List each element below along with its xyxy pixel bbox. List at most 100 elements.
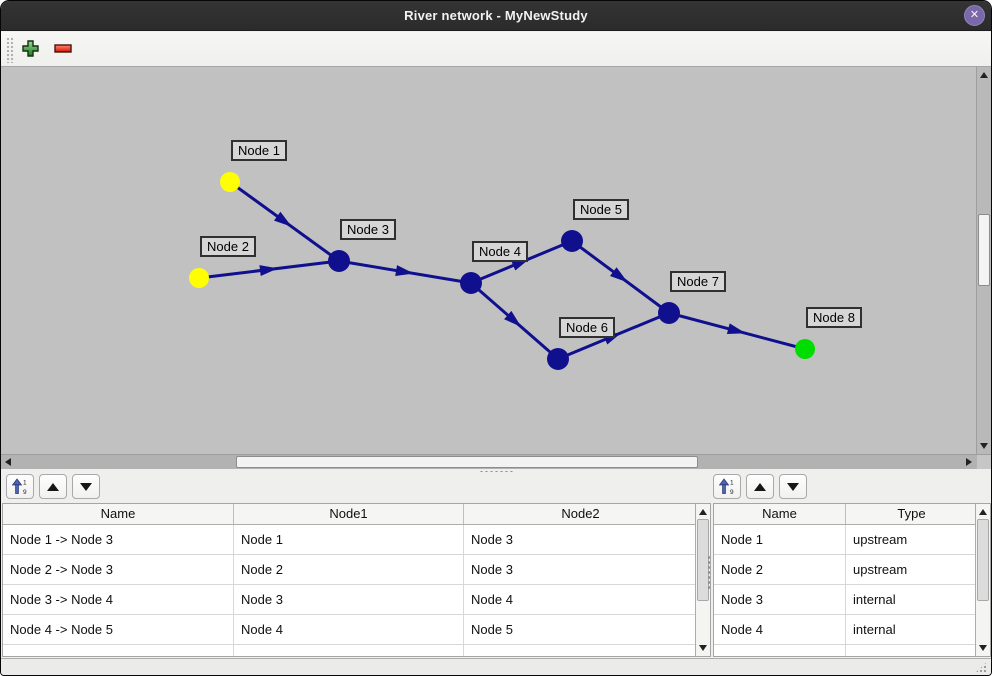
table-cell[interactable] <box>464 645 697 656</box>
scroll-up-button[interactable] <box>699 509 707 515</box>
hscroll-thumb[interactable] <box>236 456 698 468</box>
column-header[interactable]: Node1 <box>234 504 464 524</box>
tables-splitter-handle[interactable] <box>707 555 712 589</box>
scrollbar-corner <box>977 454 991 469</box>
node-label[interactable]: Node 8 <box>806 307 862 328</box>
table-cell[interactable]: Node 2 -> Node 3 <box>3 555 234 585</box>
reaches-sort-button[interactable]: 1 9 <box>6 474 34 499</box>
column-header[interactable]: Type <box>897 506 926 521</box>
node-label[interactable]: Node 5 <box>573 199 629 220</box>
table-cell[interactable]: Node 3 <box>234 585 464 615</box>
node-circle[interactable] <box>547 348 569 370</box>
svg-text:9: 9 <box>730 489 734 495</box>
nodes-table-header: Name Type <box>714 504 975 525</box>
table-cell[interactable]: internal <box>846 585 977 615</box>
svg-text:1: 1 <box>730 480 734 487</box>
node-label[interactable]: Node 4 <box>472 241 528 262</box>
add-button[interactable] <box>21 40 40 59</box>
node-label[interactable]: Node 2 <box>200 236 256 257</box>
title-bar[interactable]: River network - MyNewStudy ✕ <box>1 1 991 31</box>
table-cell[interactable]: Node 4 <box>714 615 846 645</box>
scroll-up-button[interactable] <box>979 509 987 515</box>
table-cell[interactable]: upstream <box>846 525 977 555</box>
table-cell[interactable]: Node 1 <box>714 525 846 555</box>
table-cell[interactable] <box>234 645 464 656</box>
table-row[interactable] <box>714 645 977 656</box>
close-button[interactable]: ✕ <box>964 5 985 26</box>
table-cell[interactable]: upstream <box>846 555 977 585</box>
scroll-down-button[interactable] <box>980 443 988 449</box>
nodes-table-scrollbar[interactable] <box>975 504 990 656</box>
table-cell[interactable]: Node 4 <box>234 615 464 645</box>
red-minus-icon <box>53 44 72 53</box>
table-cell[interactable]: Node 4 <box>464 585 697 615</box>
node-circle[interactable] <box>460 272 482 294</box>
nodes-move-down-button[interactable] <box>779 474 807 499</box>
column-header[interactable]: Name <box>714 504 846 524</box>
reaches-toolbar: 1 9 <box>6 474 100 499</box>
table-cell[interactable]: Node 4 -> Node 5 <box>3 615 234 645</box>
svg-text:1: 1 <box>23 480 27 487</box>
vscroll-thumb[interactable] <box>977 519 989 601</box>
column-header[interactable]: Name <box>3 504 234 524</box>
column-header[interactable]: Node2 <box>561 506 600 521</box>
resize-grip[interactable] <box>975 661 988 673</box>
canvas-hscrollbar[interactable] <box>1 454 977 469</box>
table-cell[interactable]: Node 3 <box>464 525 697 555</box>
up-arrow-icon <box>754 482 766 491</box>
nodes-sort-button[interactable]: 1 9 <box>713 474 741 499</box>
table-cell[interactable] <box>3 645 234 656</box>
node-label[interactable]: Node 3 <box>340 219 396 240</box>
table-row[interactable] <box>3 645 697 656</box>
table-cell[interactable] <box>846 645 977 656</box>
table-cell[interactable]: Node 3 <box>464 555 697 585</box>
table-cell[interactable]: Node 2 <box>714 555 846 585</box>
table-cell[interactable]: Node 3 <box>714 585 846 615</box>
table-cell[interactable] <box>714 645 846 656</box>
scroll-left-button[interactable] <box>5 458 11 466</box>
network-canvas[interactable]: Node 1 Node 2 Node 3 Node 4 Node 5 Node 6 Node… <box>1 67 991 454</box>
reaches-move-up-button[interactable] <box>39 474 67 499</box>
table-cell[interactable]: internal <box>846 615 977 645</box>
scroll-down-button[interactable] <box>979 645 987 651</box>
reaches-move-down-button[interactable] <box>72 474 100 499</box>
remove-button[interactable] <box>53 40 72 59</box>
scroll-down-button[interactable] <box>699 645 707 651</box>
panel-splitter-handle[interactable] <box>479 469 515 473</box>
nodes-toolbar: 1 9 <box>713 474 807 499</box>
table-cell[interactable]: Node 3 -> Node 4 <box>3 585 234 615</box>
node-circle[interactable] <box>795 339 815 359</box>
canvas-vscrollbar[interactable] <box>976 67 991 454</box>
vscroll-thumb[interactable] <box>978 214 990 286</box>
toolbar-grip-handle[interactable] <box>6 37 13 63</box>
node-label[interactable]: Node 7 <box>670 271 726 292</box>
edge-arrow-icon <box>609 267 628 283</box>
scroll-up-button[interactable] <box>980 72 988 78</box>
edge-arrow-icon <box>726 323 746 335</box>
nodes-move-up-button[interactable] <box>746 474 774 499</box>
table-cell[interactable]: Node 1 <box>234 525 464 555</box>
node-circle[interactable] <box>561 230 583 252</box>
table-cell[interactable]: Node 5 <box>464 615 697 645</box>
node-label[interactable]: Node 6 <box>559 317 615 338</box>
svg-text:9: 9 <box>23 489 27 495</box>
scroll-right-button[interactable] <box>966 458 972 466</box>
node-circle[interactable] <box>328 250 350 272</box>
window-title: River network - MyNewStudy <box>404 8 588 23</box>
table-cell[interactable]: Node 1 -> Node 3 <box>3 525 234 555</box>
table-cell[interactable]: Node 2 <box>234 555 464 585</box>
node-circle[interactable] <box>658 302 680 324</box>
node-circle[interactable] <box>189 268 209 288</box>
node-circle[interactable] <box>220 172 240 192</box>
node-label[interactable]: Node 1 <box>231 140 287 161</box>
